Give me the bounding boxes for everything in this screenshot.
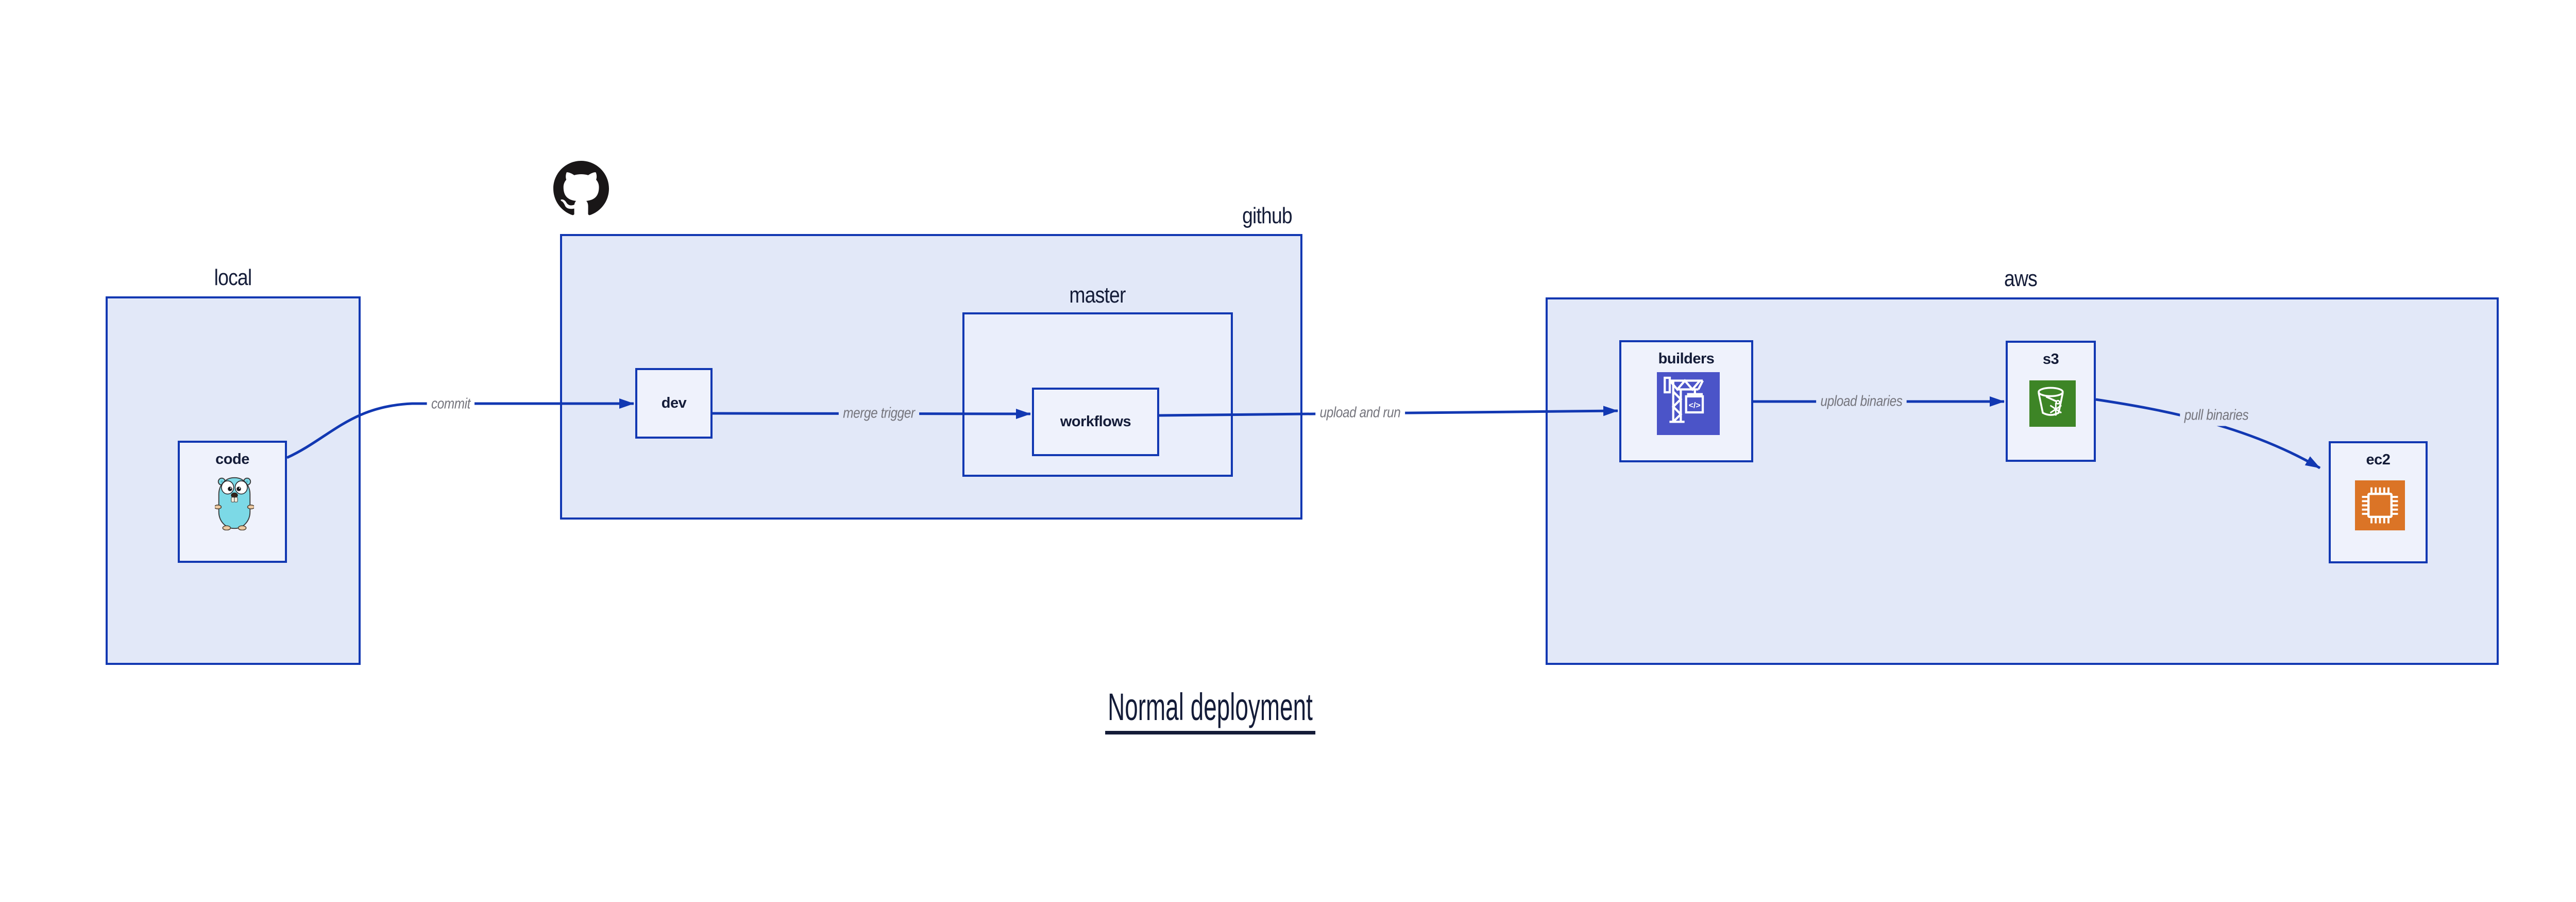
edge-upload-and-run-label: upload and run <box>1315 402 1405 424</box>
node-dev-label: dev <box>661 395 687 411</box>
node-ec2: ec2 <box>2329 441 2428 563</box>
node-workflows-label: workflows <box>1060 413 1131 430</box>
container-github-label: github <box>1242 203 1293 228</box>
node-s3-label: s3 <box>2042 351 2059 368</box>
node-s3: s3 <box>2006 341 2096 462</box>
edge-commit-label: commit <box>427 393 475 415</box>
container-aws-label: aws <box>2004 266 2038 291</box>
edge-upload-binaries-label: upload binaries <box>1816 391 1907 412</box>
ec2-chip-icon <box>2355 480 2405 530</box>
go-gopher-icon <box>214 476 255 531</box>
node-ec2-label: ec2 <box>2366 452 2391 468</box>
node-code: code <box>178 441 287 563</box>
edge-pull-binaries-label: pull binaries <box>2180 405 2253 426</box>
codebuild-crane-icon: </> <box>1657 372 1720 435</box>
node-builders: builders </> <box>1619 340 1753 462</box>
node-dev: dev <box>635 368 713 439</box>
container-local-label: local <box>214 265 252 290</box>
container-master-label: master <box>1069 282 1126 308</box>
svg-text:</>: </> <box>1689 402 1701 410</box>
node-code-label: code <box>215 451 249 467</box>
edge-merge-trigger-label: merge trigger <box>838 403 920 424</box>
octocat-icon <box>553 161 609 216</box>
node-builders-label: builders <box>1658 350 1715 367</box>
diagram-title-text: Normal deployment <box>1105 687 1315 734</box>
s3-glacier-bucket-icon <box>2029 380 2076 427</box>
diagram-title: Normal deployment <box>1041 687 1380 734</box>
node-workflows: workflows <box>1032 388 1159 456</box>
